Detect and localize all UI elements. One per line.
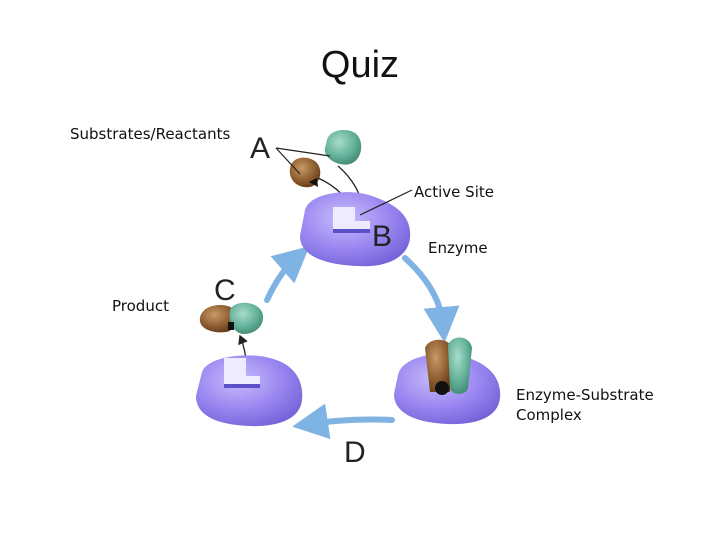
slide-title: Quiz — [320, 44, 400, 86]
cycle-arrow-b-to-complex — [402, 255, 460, 343]
label-active-site: Active Site — [414, 183, 494, 201]
label-substrates-reactants: Substrates/Reactants — [70, 125, 231, 143]
letter-d: D — [344, 436, 366, 469]
active-site-notch — [333, 207, 370, 233]
substrate-brown-free — [289, 157, 321, 188]
enzyme-top — [300, 192, 411, 267]
label-enzyme: Enzyme — [428, 239, 488, 257]
substrate-green-free — [324, 130, 362, 165]
letter-c: C — [214, 274, 236, 307]
label-complex-line1: Enzyme-Substrate — [516, 386, 654, 404]
label-product: Product — [112, 297, 169, 315]
label-enzyme-substrate-complex: Enzyme-Substrate Complex — [516, 385, 654, 425]
empty-active-site — [224, 358, 260, 388]
label-complex-line2: Complex — [516, 406, 582, 424]
letter-b: B — [372, 220, 392, 253]
cycle-arrow-product-to-b — [264, 246, 310, 303]
letter-a: A — [250, 132, 270, 165]
enzyme-substrate-complex — [394, 337, 501, 425]
product-molecules — [199, 302, 264, 334]
enzyme-left — [196, 355, 303, 427]
cycle-arrow-complex-to-product — [292, 403, 395, 440]
